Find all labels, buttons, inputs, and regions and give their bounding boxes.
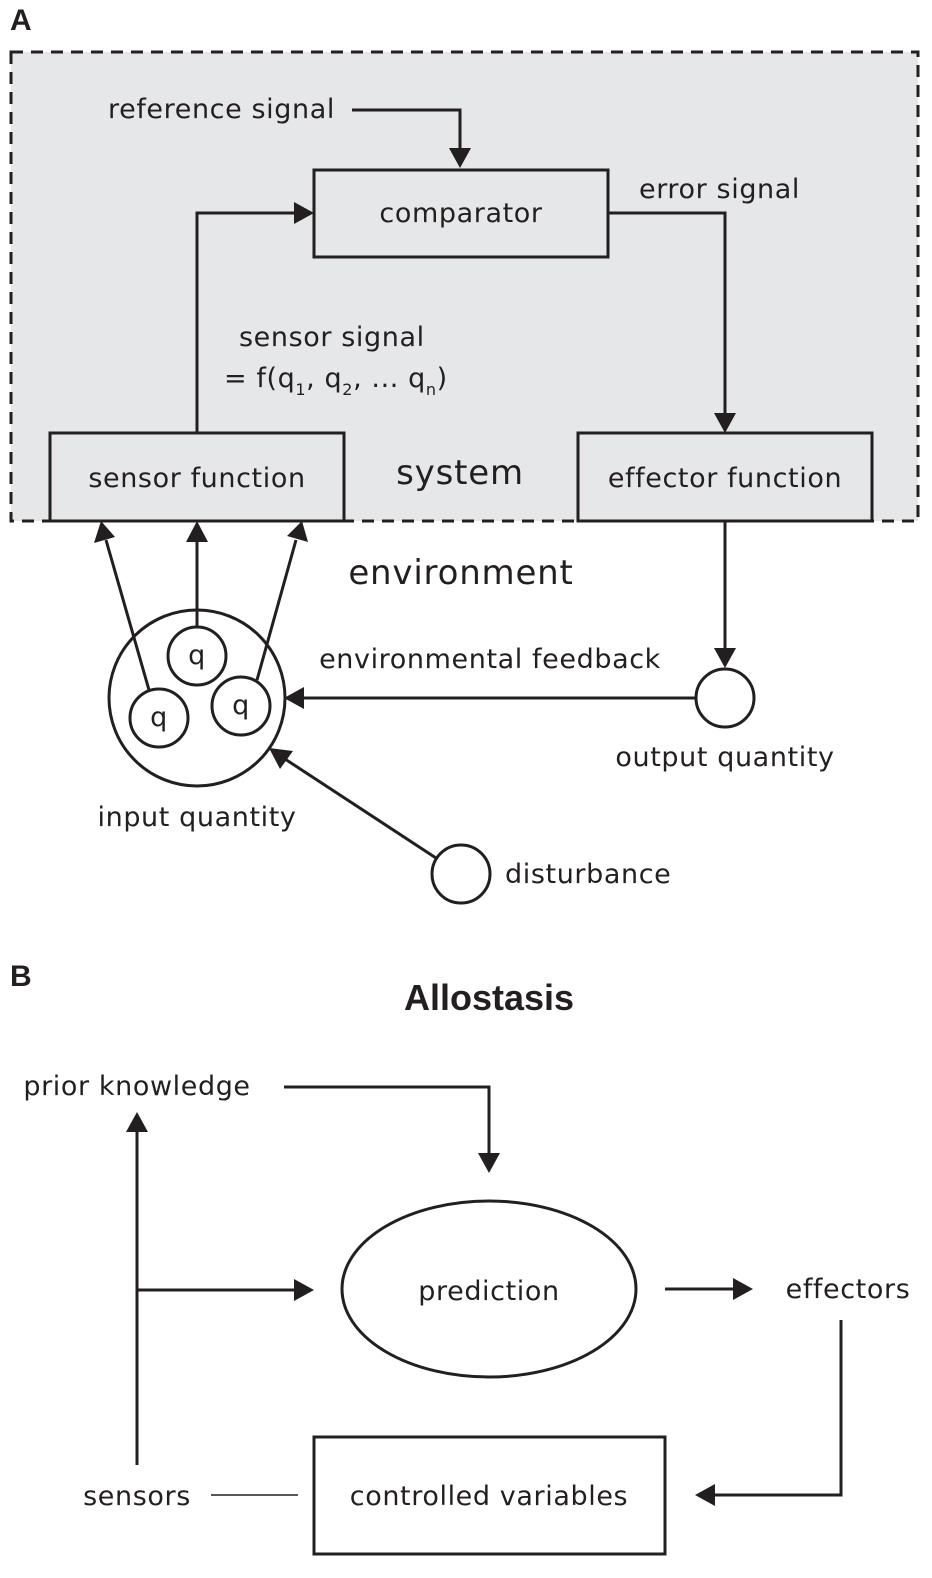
q-left-label: q [150, 702, 168, 733]
environment-label: environment [348, 553, 573, 593]
sensors-to-prior-arrowhead [126, 1112, 148, 1132]
output-quantity-label: output quantity [615, 742, 834, 773]
q-right-label: q [232, 690, 250, 721]
disturbance-arrow [284, 757, 437, 860]
sensor-signal-label: sensor signal [239, 322, 425, 353]
prior-knowledge-label: prior knowledge [23, 1071, 250, 1102]
disturbance-label: disturbance [505, 859, 671, 890]
prediction-ellipse [340, 1199, 638, 1379]
sensors-to-prediction-arrowhead [294, 1279, 314, 1301]
prediction-label: prediction [418, 1276, 559, 1307]
sensor-function-label: sensor function [88, 463, 305, 494]
sensors-label: sensors [83, 1481, 191, 1512]
q-left-arrowhead [94, 521, 115, 543]
effectors-to-variables-arrow [713, 1320, 843, 1497]
q-top-arrowhead [186, 521, 208, 542]
input-quantity-label: input quantity [98, 802, 297, 833]
allostasis-title: Allostasis [404, 977, 574, 1018]
q-left-arrow [104, 539, 151, 691]
effectors-label: effectors [786, 1274, 911, 1305]
controlled-variables-box [312, 1435, 667, 1556]
error-signal-label: error signal [639, 174, 800, 205]
q-right-arrow [255, 539, 298, 681]
disturbance-circle [430, 843, 492, 905]
sensor-function-box [48, 431, 346, 523]
system-label: system [396, 453, 524, 493]
effectors-to-variables-arrowhead [695, 1484, 715, 1506]
q-circle-left [128, 687, 190, 749]
prediction-to-effectors-arrowhead [733, 1278, 753, 1300]
controlled-variables-label: controlled variables [350, 1481, 628, 1512]
reference-signal-arrowhead [449, 148, 471, 168]
effector-function-box [576, 431, 874, 523]
q-circle-right [210, 675, 272, 737]
reference-signal-arrow [352, 108, 462, 150]
prior-to-prediction-arrow [284, 1085, 491, 1155]
comparator-label: comparator [379, 198, 543, 229]
disturbance-arrowhead [269, 748, 293, 769]
effector-function-label: effector function [608, 463, 842, 494]
environmental-feedback-arrowhead [284, 687, 304, 709]
comparator-box [312, 168, 610, 259]
effector-output-arrowhead [714, 648, 736, 668]
prior-to-prediction-arrowhead [478, 1153, 500, 1173]
error-signal-arrowhead [714, 413, 736, 433]
q-top-label: q [188, 640, 206, 671]
sensor-signal-formula: = f(q1, q2, ... qn) [224, 363, 448, 399]
error-signal-arrow [608, 211, 727, 415]
sensor-signal-arrowhead [294, 202, 314, 224]
output-quantity-circle [694, 667, 756, 729]
sensor-signal-arrow [195, 211, 296, 433]
panel-a-letter: A [10, 4, 32, 37]
environmental-feedback-label: environmental feedback [319, 644, 661, 675]
q-right-arrowhead [287, 521, 308, 542]
reference-signal-label: reference signal [108, 94, 335, 125]
panel-b-letter: B [10, 960, 32, 993]
